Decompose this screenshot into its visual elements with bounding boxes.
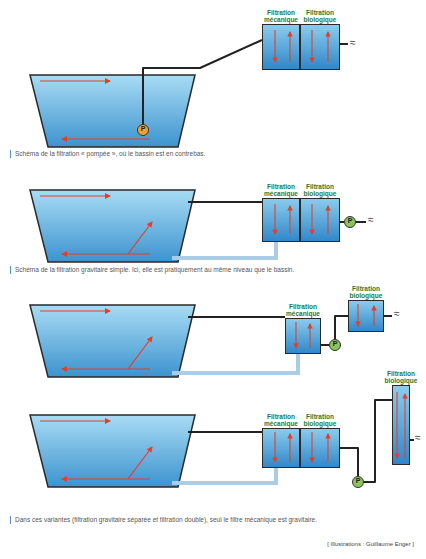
tank-fill <box>262 24 300 70</box>
filter-tank: Filtration biologique <box>348 300 384 332</box>
caption: Schéma de la filtration gravitaire simpl… <box>10 266 294 274</box>
tank-heading: Filtration mécanique <box>262 9 300 23</box>
tank-fill <box>392 385 410 465</box>
tank-fills <box>262 24 410 468</box>
caption: Dans ces variantes (filtration gravitair… <box>10 516 317 524</box>
connectors <box>143 40 392 482</box>
tank-fill <box>300 198 340 242</box>
tank-fill <box>262 428 300 468</box>
pond <box>30 75 195 147</box>
tank-fill <box>285 318 321 354</box>
filter-tank: Filtration biologique <box>392 385 410 465</box>
filter-tank: Filtration biologique <box>300 24 340 70</box>
pump-circle: P <box>352 476 364 488</box>
pond <box>30 415 195 487</box>
filter-tank: Filtration mécanique <box>285 318 321 354</box>
pipework <box>128 316 392 373</box>
pipe <box>364 400 392 482</box>
tank-heading: Filtration mécanique <box>285 303 321 317</box>
credit: [ Illustrations : Guillaume Enger ] <box>327 541 414 547</box>
pipework <box>128 202 366 258</box>
pond <box>30 305 195 377</box>
tank-fill <box>300 24 340 70</box>
filter-tank: Filtration mécanique <box>262 198 300 242</box>
filter-tank: Filtration mécanique <box>262 24 300 70</box>
tank-heading: Filtration biologique <box>300 9 340 23</box>
tank-heading: Filtration biologique <box>300 413 340 427</box>
outlet-symbol: ≈ <box>368 215 374 225</box>
pump-label: P <box>353 477 363 484</box>
outlet-symbol: ≈ <box>415 433 421 443</box>
tank-fill <box>300 428 340 468</box>
tank-heading: Filtration mécanique <box>262 413 300 427</box>
filter-tank: Filtration mécanique <box>262 428 300 468</box>
pipework <box>128 432 414 483</box>
pump-circle: P <box>344 216 356 228</box>
filter-tank: Filtration biologique <box>300 198 340 242</box>
tank-heading: Filtration mécanique <box>262 183 300 197</box>
caption: Schéma de la filtration « pompée », où l… <box>10 150 205 158</box>
flow-arrows <box>275 30 405 462</box>
outlet-pipe <box>340 43 348 45</box>
tank-fill <box>262 198 300 242</box>
filter-tank: Filtration biologique <box>300 428 340 468</box>
pipe <box>340 448 358 476</box>
pump-circle: P <box>329 339 341 351</box>
pipe <box>143 40 262 124</box>
outlet-symbol: ≈ <box>350 38 356 48</box>
outlet-symbol: ≈ <box>394 309 400 319</box>
pump-label: P <box>330 340 340 347</box>
pipe <box>335 316 348 339</box>
pond <box>30 190 195 262</box>
pump-label: P <box>345 217 355 224</box>
pump-circle: P <box>137 124 149 136</box>
tank-heading: Filtration biologique <box>381 370 421 384</box>
pipe <box>321 344 329 346</box>
tank-heading: Filtration biologique <box>348 285 384 299</box>
tank-fill <box>348 300 384 332</box>
tank-heading: Filtration biologique <box>300 183 340 197</box>
pump-label: P <box>138 125 148 132</box>
